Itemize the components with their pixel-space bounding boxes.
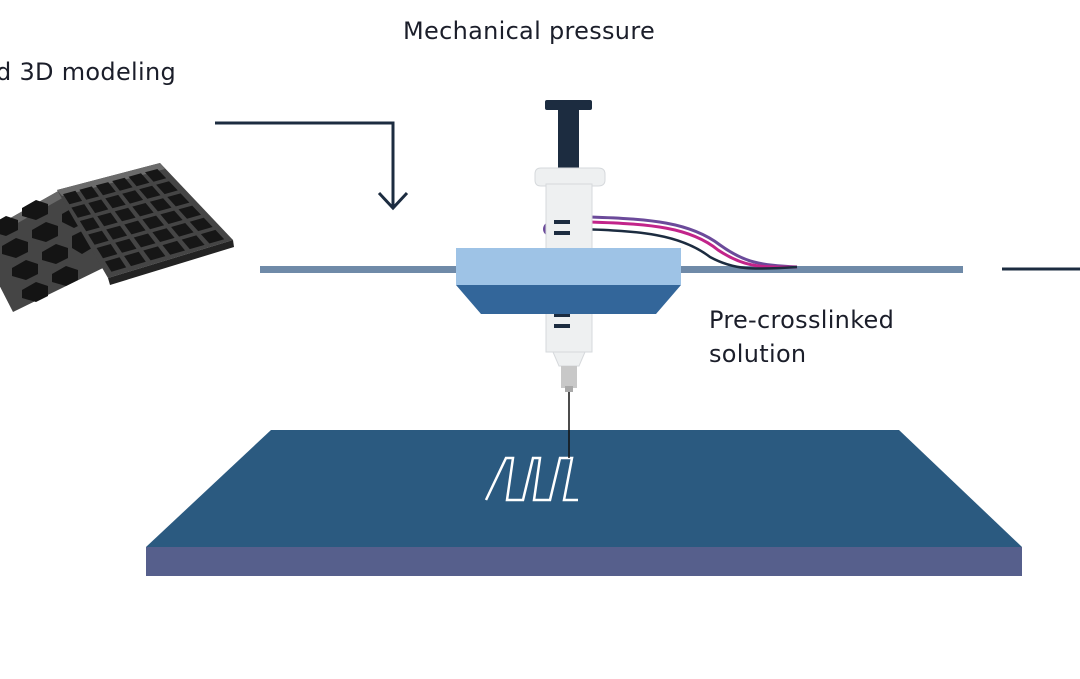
syringe-icon [534,100,606,392]
tray-cell [160,210,183,224]
tray-grid-icon [57,163,234,285]
label-3d-modeling: d 3D modeling [0,58,176,86]
tray-cell [139,185,161,199]
tray-cell [71,204,91,218]
down-arrow-icon [215,121,409,211]
tray-cell [114,207,136,222]
tray-cell [79,186,99,200]
tray-cell [122,190,144,204]
tray-cell [124,220,146,235]
tray-cell [88,230,109,245]
tray-cell [124,251,146,267]
tray-cell [132,203,154,217]
build-platform [146,430,1022,576]
tray-cell [142,215,165,230]
tray-cell [133,233,156,248]
tray-cell [171,223,194,237]
tray-cell [79,217,100,232]
tray-cell [200,229,225,244]
tray-cell [143,246,166,261]
label-solution: solution [709,340,807,368]
tray-cell [162,240,185,255]
tray-cell [112,177,133,191]
tray-cell [181,235,205,250]
tray-cell [156,181,178,195]
tray-cell [149,198,172,212]
tray-cell [97,212,118,227]
tray-cell [167,193,190,207]
tray-cell [95,182,116,196]
tray-cell [96,244,118,259]
tray-cell [152,228,175,242]
printed-pattern [484,456,578,502]
tray-cell [189,217,213,232]
tray-cell [178,205,201,219]
label-mechanical-pressure: Mechanical pressure [403,17,656,45]
printhead-block-icon [456,248,681,314]
tray-cell [145,169,167,182]
label-pre-crosslinked: Pre-crosslinked [709,306,895,334]
tray-cell [105,194,126,209]
tray-cell [63,190,83,205]
tray-cell [128,173,150,187]
tray-cell [106,225,128,240]
tray-cell [115,238,137,253]
tray-cell [88,199,109,214]
tray-cell [105,257,127,272]
